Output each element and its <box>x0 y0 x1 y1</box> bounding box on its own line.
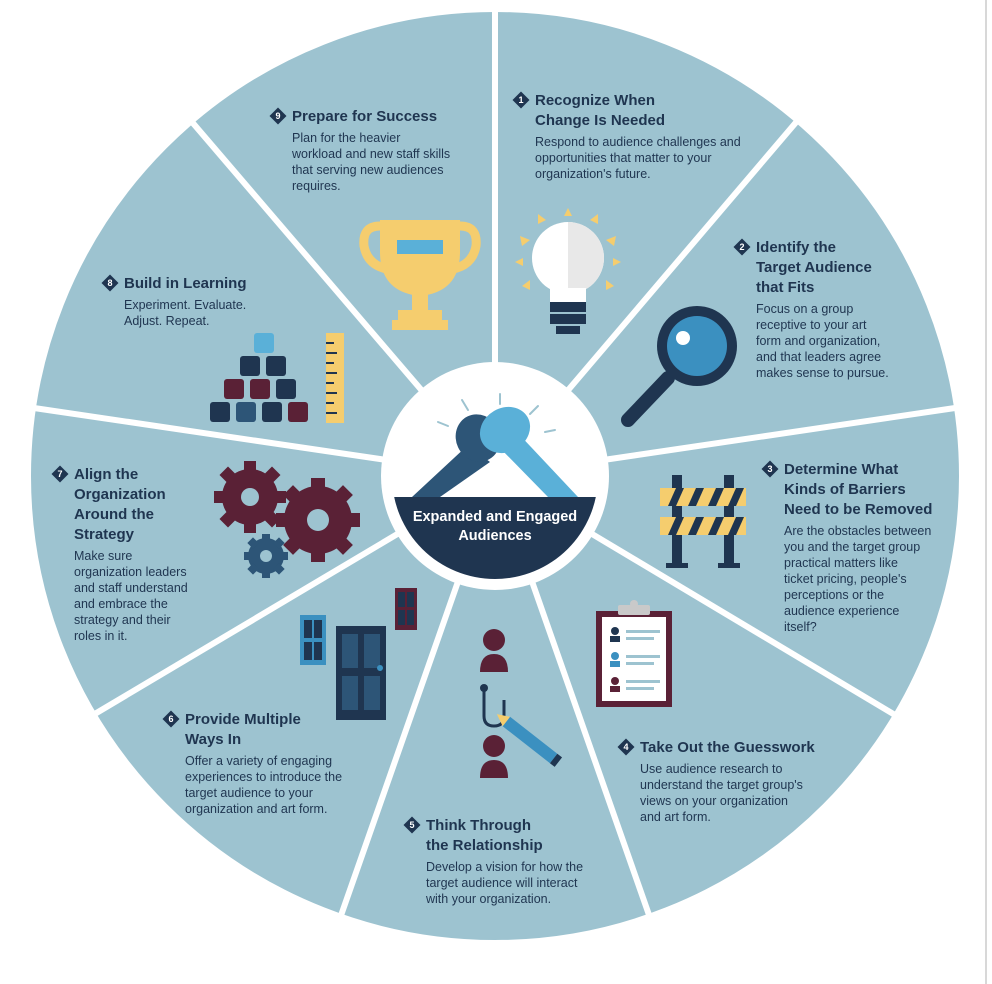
handshake-icon <box>412 393 578 497</box>
blocks-icon <box>210 333 344 423</box>
center-label-line2: Audiences <box>458 528 532 544</box>
page-edge-divider <box>985 0 987 984</box>
step-4: 4 Take Out the Guesswork Use audience re… <box>618 738 858 825</box>
step-title: Take Out the Guesswork <box>640 739 815 756</box>
step-9: 9 Prepare for Success Plan for the heavi… <box>270 107 490 194</box>
step-description: Experiment. Evaluate.Adjust. Repeat. <box>124 298 247 328</box>
magnifier-icon <box>621 306 737 427</box>
gears-icon <box>214 461 360 578</box>
step-number-badge: 4 <box>618 739 634 755</box>
step-number-badge: 6 <box>163 711 179 727</box>
barrier-icon <box>660 475 746 568</box>
step-title: Prepare for Success <box>292 108 438 125</box>
step-8: 8 Build in Learning Experiment. Evaluate… <box>102 274 302 329</box>
trophy-icon <box>359 220 481 330</box>
step-number-badge: 5 <box>404 817 420 833</box>
lightbulb-icon <box>515 208 621 334</box>
clipboard-icon <box>596 600 672 707</box>
step-number-badge: 8 <box>102 275 118 291</box>
step-number-badge: 2 <box>734 239 750 255</box>
doors-icon <box>300 588 417 720</box>
step-number-badge: 1 <box>513 92 529 108</box>
center-hub <box>381 362 609 590</box>
step-number-badge: 7 <box>52 466 68 482</box>
step-number-badge: 9 <box>270 108 286 124</box>
relationship-icon <box>480 629 563 778</box>
center-label: Expanded and Engaged Audiences <box>395 508 595 546</box>
step-title: Build in Learning <box>124 275 247 292</box>
step-number-badge: 3 <box>762 461 778 477</box>
center-label-line1: Expanded and Engaged <box>412 509 578 525</box>
